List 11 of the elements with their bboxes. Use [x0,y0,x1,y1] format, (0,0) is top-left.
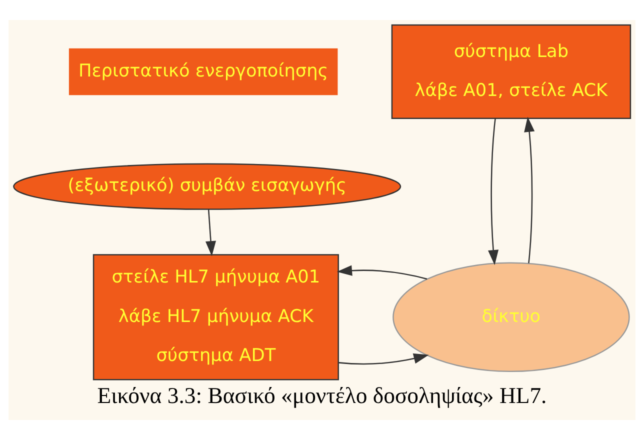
node-box: σύστημα Lab λάβε A01, στείλε ACK [391,24,632,120]
node-box: Περιστατικό ενεργοποίησης [68,48,338,96]
arrow [205,210,216,256]
arrow [524,116,535,264]
arrow [488,118,499,266]
node-box: στείλε HL7 μήνυμα A01 λάβε HL7 μήνυμα ACK σύστημα ADT [92,254,339,380]
arrow [336,265,428,280]
node-ellipse: (εξωτερικό) συμβάν εισαγωγής [13,163,402,210]
arrow [338,353,429,365]
node-ellipse: δίκτυο [392,262,630,372]
caption: Εικόνα 3.3: Βασικό «μοντέλο δοσοληψίας» HL7. [97,382,547,408]
